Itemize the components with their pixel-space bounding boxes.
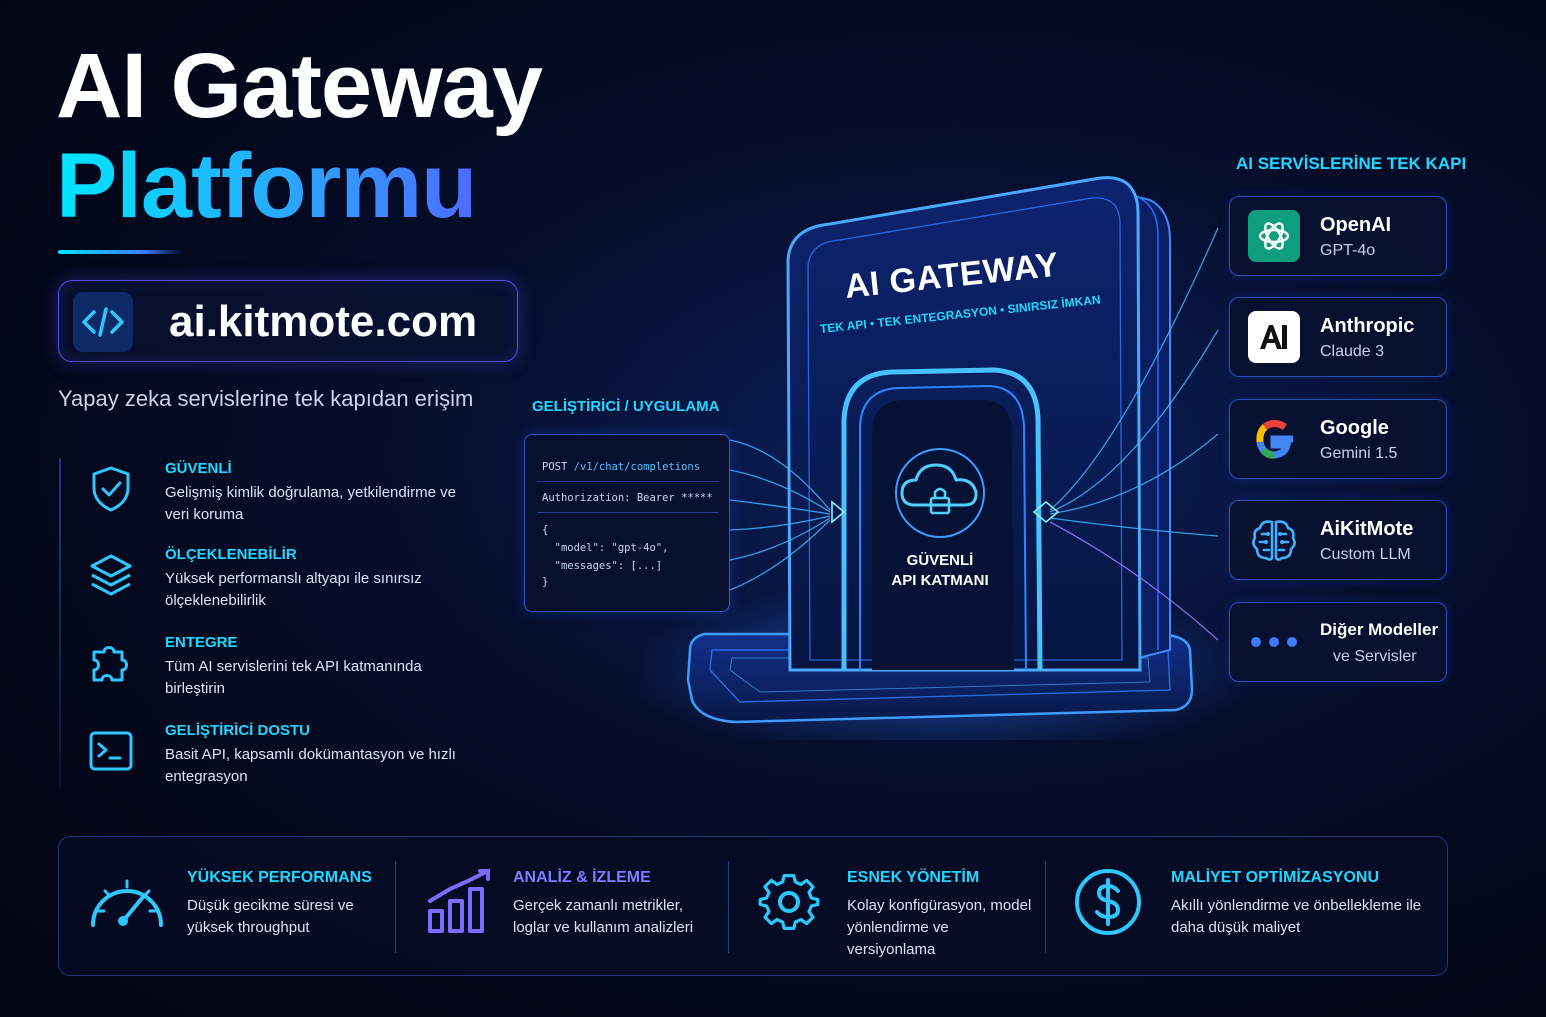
page-title-line2: Platformu [56, 135, 477, 237]
feature-title: ENTEGRE [165, 634, 238, 651]
feature-developer-friendly: GELİŞTİRİCİ DOSTU Basit API, kapsamlı do… [84, 722, 504, 802]
terminal-icon [84, 724, 138, 778]
url-link-box[interactable]: ai.kitmote.com [58, 280, 518, 362]
gateway-device-illustration [640, 176, 1240, 740]
benefit-desc: Akıllı yönlendirme ve önbellekleme ile d… [1171, 897, 1422, 936]
page-title-line1: AI Gateway [56, 35, 543, 137]
code-path: /v1/chat/completions [573, 461, 701, 473]
code-request-panel: POST /v1/chat/completions Authorization:… [524, 434, 730, 612]
gateway-secure-label: GÜVENLİ [906, 552, 974, 569]
feature-desc: Basit API, kapsamlı dokümantasyon ve hız… [165, 746, 456, 785]
tagline: Yapay zeka servislerine tek kapıdan eriş… [58, 386, 474, 411]
brain-icon [1248, 514, 1300, 566]
provider-other[interactable]: Diğer Modeller ve Servisler [1229, 602, 1447, 682]
google-icon [1248, 413, 1300, 465]
benefit-management: ESNEK YÖNETİM Kolay konfigürasyon, model… [729, 837, 1045, 977]
feature-title: ÖLÇEKLENEBİLİR [165, 546, 297, 563]
benefit-desc: Düşük gecikme süresi ve yüksek throughpu… [187, 897, 354, 936]
benefit-title: ANALİZ & İZLEME [513, 869, 651, 886]
feature-title: GELİŞTİRİCİ DOSTU [165, 722, 311, 739]
code-auth-line: Authorization: Bearer ***** [542, 492, 713, 504]
benefit-divider [728, 861, 729, 953]
benefit-title: ESNEK YÖNETİM [847, 869, 980, 886]
code-body-line: "messages": [...] [542, 560, 663, 572]
feature-integrated: ENTEGRE Tüm AI servislerini tek API katm… [84, 634, 504, 714]
benefit-analytics: ANALİZ & İZLEME Gerçek zamanlı metrikler… [396, 837, 728, 977]
gateway-api-layer-label: API KATMANI [891, 572, 989, 589]
gear-icon [755, 867, 839, 937]
provider-name: AiKitMote [1320, 518, 1414, 540]
feature-title: GÜVENLİ [165, 460, 232, 477]
anthropic-icon [1248, 311, 1300, 363]
providers-heading: AI SERVİSLERİNE TEK KAPI [1236, 154, 1467, 173]
provider-openai[interactable]: OpenAI GPT-4o [1229, 196, 1447, 276]
feature-scalable: ÖLÇEKLENEBİLİR Yüksek performanslı altya… [84, 546, 504, 626]
provider-model: Claude 3 [1320, 343, 1385, 360]
code-body-line: { [542, 524, 549, 536]
provider-name: OpenAI [1320, 214, 1392, 236]
feature-secure: GÜVENLİ Gelişmiş kimlik doğrulama, yetki… [84, 460, 504, 540]
code-divider [537, 512, 719, 513]
feature-desc: Tüm AI servislerini tek API katmanında b… [165, 658, 422, 697]
shield-check-icon [84, 462, 138, 516]
openai-icon [1248, 210, 1300, 262]
provider-model: Custom LLM [1320, 546, 1411, 563]
site-url[interactable]: ai.kitmote.com [169, 297, 478, 346]
feature-desc: Gelişmiş kimlik doğrulama, yetkilendirme… [165, 484, 456, 523]
speedometer-icon [85, 867, 169, 937]
benefit-performance: YÜKSEK PERFORMANS Düşük gecikme süresi v… [59, 837, 395, 977]
layers-icon [84, 548, 138, 602]
provider-model: Gemini 1.5 [1320, 445, 1398, 462]
benefit-divider [395, 861, 396, 953]
code-brackets-icon [73, 292, 133, 352]
feature-desc: Yüksek performanslı altyapı ile sınırsız… [165, 570, 422, 609]
dollar-icon [1072, 867, 1156, 937]
benefit-title: YÜKSEK PERFORMANS [187, 869, 372, 886]
provider-google[interactable]: Google Gemini 1.5 [1229, 399, 1447, 479]
benefit-title: MALİYET OPTİMİZASYONU [1171, 869, 1379, 886]
code-method: POST [542, 461, 568, 473]
features-divider [59, 458, 61, 788]
provider-name: Diğer Modeller [1320, 620, 1439, 639]
provider-name: Anthropic [1320, 315, 1415, 337]
bar-chart-icon [422, 867, 506, 937]
code-request-line: POST /v1/chat/completions [542, 461, 700, 473]
benefit-cost: MALİYET OPTİMİZASYONU Akıllı yönlendirme… [1046, 837, 1446, 977]
benefit-divider [1045, 861, 1046, 953]
title-underline [58, 250, 182, 254]
provider-name: Google [1320, 417, 1389, 439]
code-body-line: } [542, 576, 549, 588]
benefits-bar: YÜKSEK PERFORMANS Düşük gecikme süresi v… [58, 836, 1448, 976]
code-body-line: "model": "gpt-4o", [542, 542, 669, 554]
benefit-desc: Gerçek zamanlı metrikler, loglar ve kull… [513, 897, 694, 936]
provider-anthropic[interactable]: Anthropic Claude 3 [1229, 297, 1447, 377]
provider-model: ve Servisler [1333, 648, 1417, 665]
benefit-desc: Kolay konfigürasyon, model yönlendirme v… [847, 897, 1032, 958]
provider-model: GPT-4o [1320, 242, 1376, 259]
provider-aikitmote[interactable]: AiKitMote Custom LLM [1229, 500, 1447, 580]
code-divider [537, 481, 719, 482]
developer-label: GELİŞTİRİCİ / UYGULAMA [532, 398, 720, 415]
puzzle-icon [84, 636, 138, 690]
dots-icon [1248, 616, 1300, 668]
